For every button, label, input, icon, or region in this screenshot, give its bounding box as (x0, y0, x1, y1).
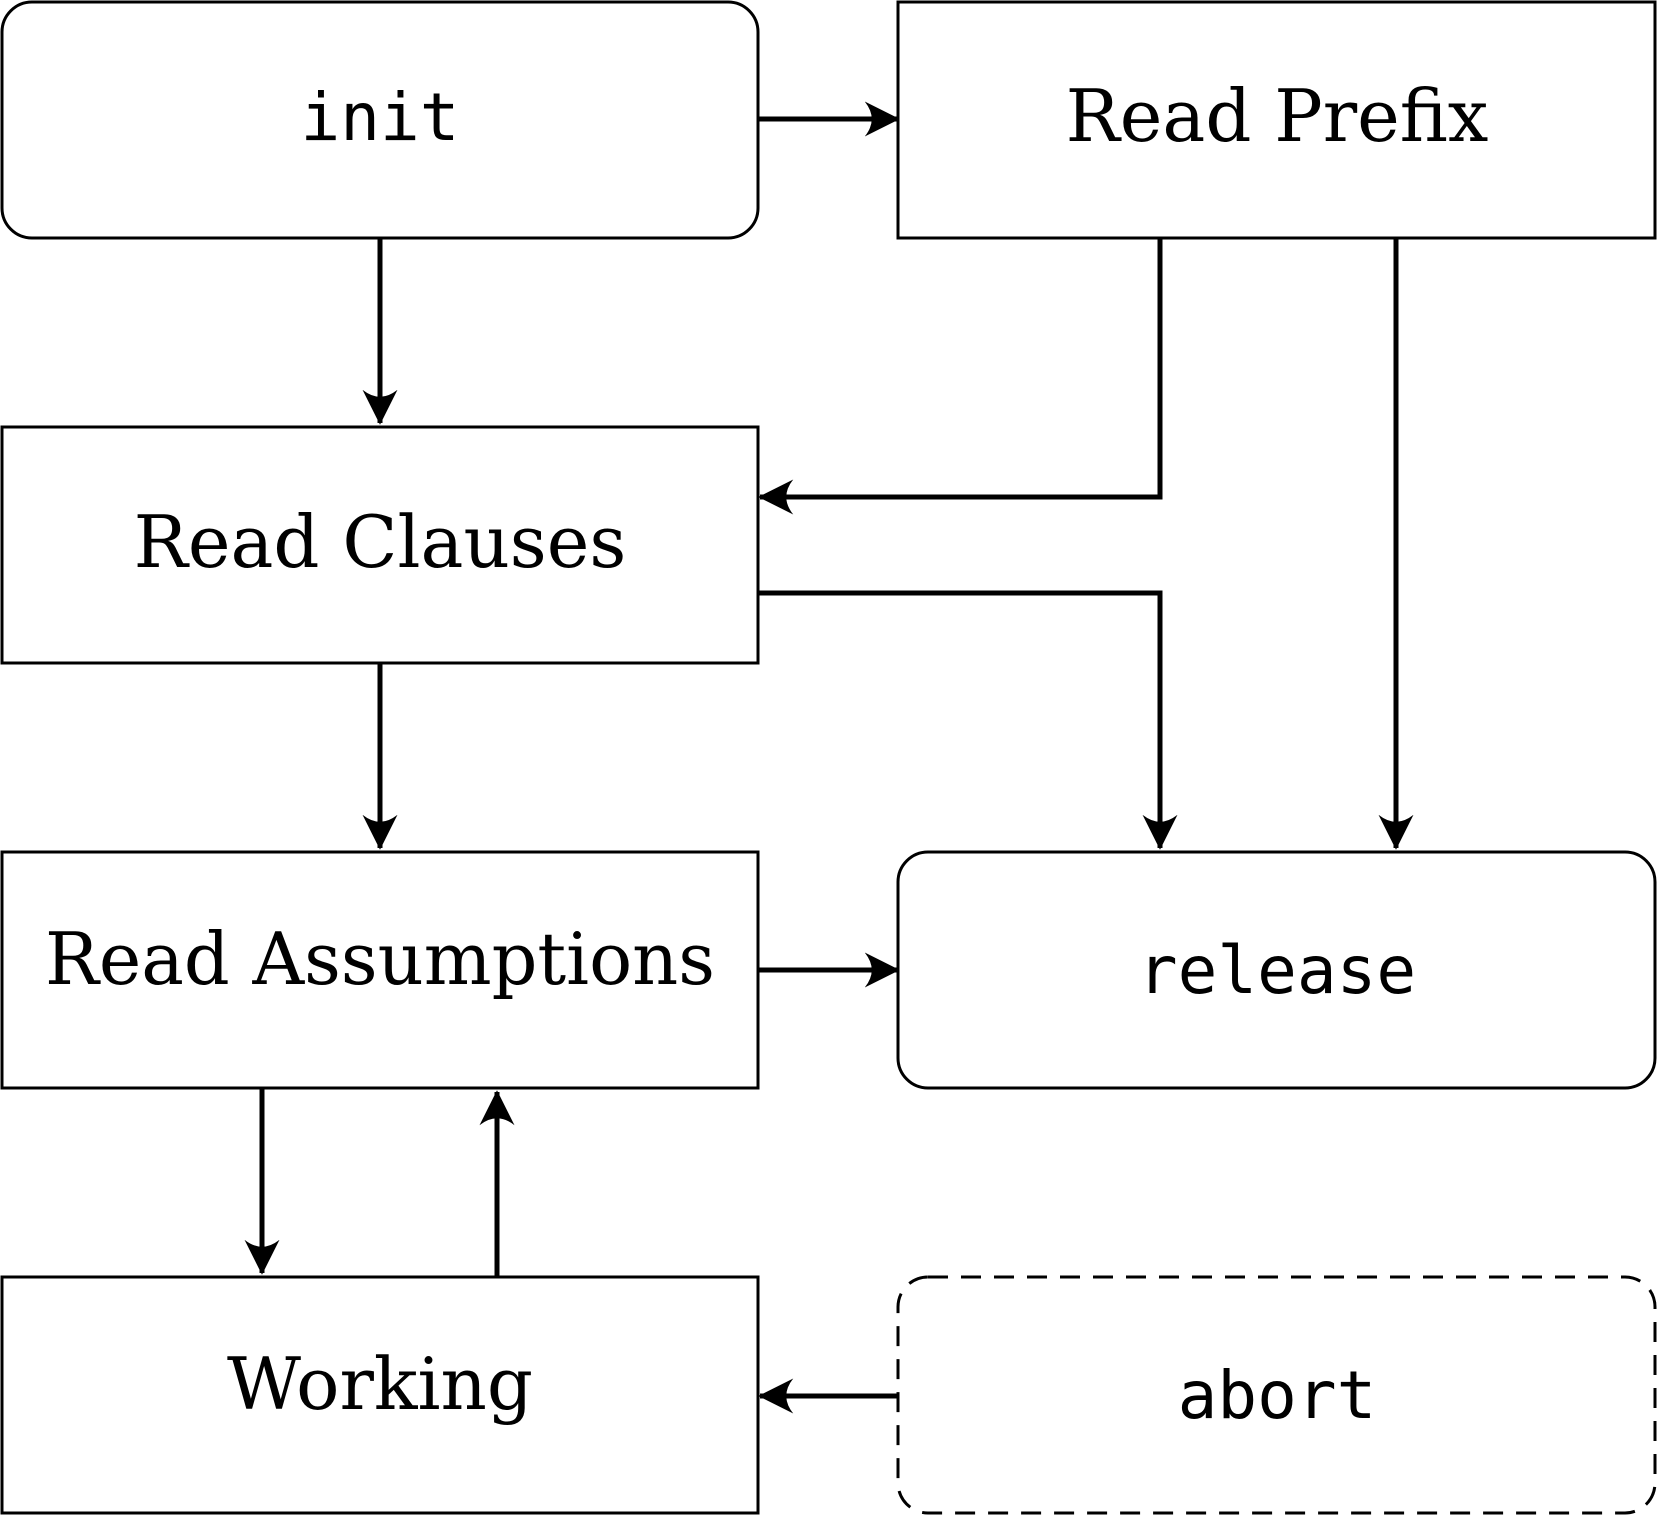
node-release: release (896, 850, 1657, 1090)
node-abort-box (896, 1275, 1657, 1515)
node-init: init (0, 0, 760, 240)
node-read-assumptions: Read Assumptions (0, 850, 760, 1090)
node-read-prefix-box (896, 0, 1657, 240)
node-init-label: init (301, 79, 460, 156)
node-read-prefix: Read Prefix (896, 0, 1657, 240)
node-working-box (0, 1275, 760, 1515)
node-abort-label: abort (1178, 1357, 1377, 1434)
node-abort: abort (896, 1275, 1657, 1515)
edge-read-clauses-to-release (758, 590, 1178, 850)
node-working-label: Working (227, 1342, 533, 1426)
node-read-assumptions-box (0, 850, 760, 1090)
node-release-label: release (1138, 932, 1416, 1009)
node-read-prefix-label: Read Prefix (1066, 74, 1489, 158)
edge-read-prefix-to-read-clauses (758, 238, 1163, 515)
node-read-clauses: Read Clauses (0, 425, 760, 665)
edges (244, 101, 1414, 1414)
node-init-box (0, 0, 760, 240)
node-read-clauses-box (0, 425, 760, 665)
node-release-box (896, 850, 1657, 1090)
node-read-assumptions-label: Read Assumptions (45, 917, 715, 1001)
node-working: Working (0, 1275, 760, 1515)
node-read-clauses-label: Read Clauses (134, 500, 627, 584)
